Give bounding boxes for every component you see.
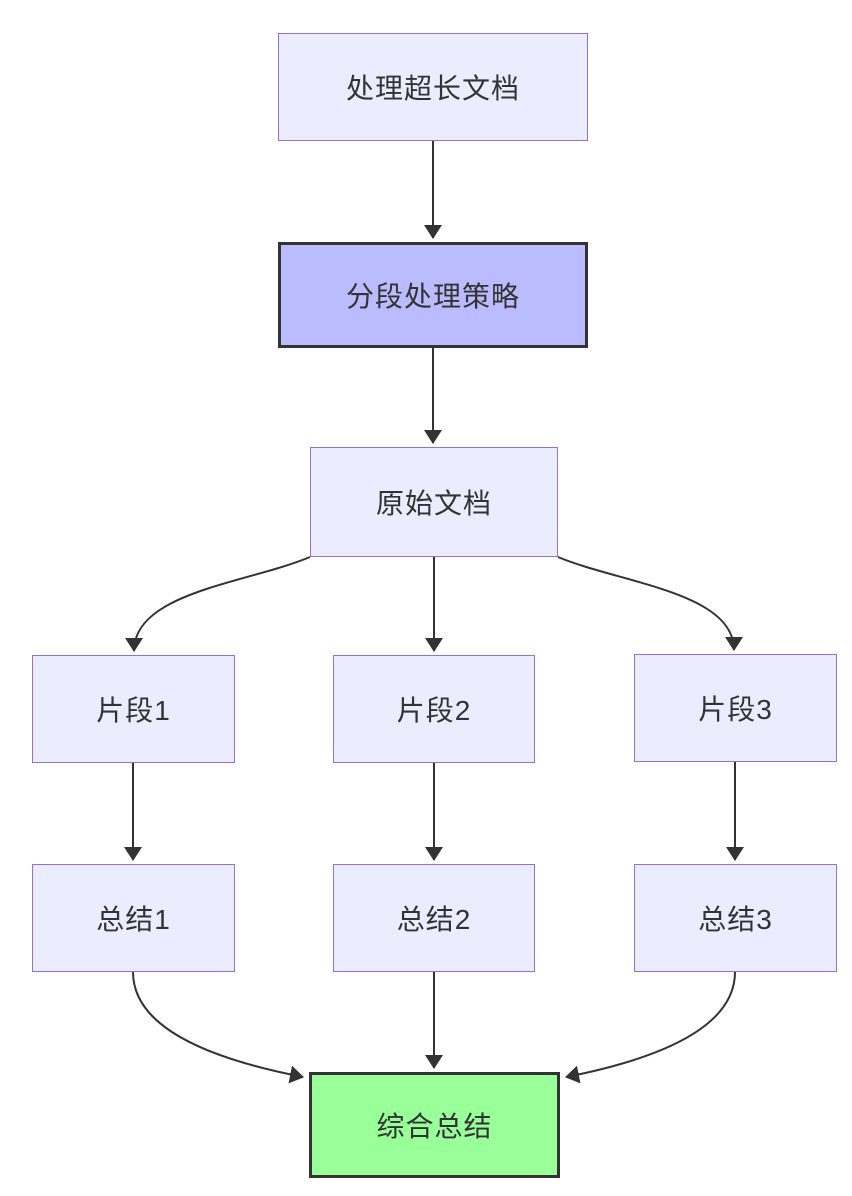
node-original-document-label: 原始文档 bbox=[375, 488, 492, 519]
node-summary-1: 总结1 bbox=[32, 864, 235, 972]
node-summary-2-label: 总结2 bbox=[396, 904, 472, 935]
node-original-document: 原始文档 bbox=[310, 447, 558, 557]
node-process-long-doc-label: 处理超长文档 bbox=[345, 73, 520, 104]
node-segmentation-strategy-label: 分段处理策略 bbox=[345, 281, 520, 312]
edge-C-P1 bbox=[125, 556, 311, 652]
node-final-summary-label: 综合总结 bbox=[376, 1111, 493, 1142]
edge-C-P3 bbox=[557, 556, 743, 651]
node-summary-2: 总结2 bbox=[333, 864, 535, 972]
node-summary-3-label: 总结3 bbox=[698, 904, 773, 935]
node-process-long-doc: 处理超长文档 bbox=[278, 33, 588, 141]
node-fragment-3: 片段3 bbox=[634, 654, 837, 762]
node-fragment-2: 片段2 bbox=[333, 655, 535, 763]
node-final-summary: 综合总结 bbox=[309, 1072, 560, 1178]
node-summary-3: 总结3 bbox=[634, 864, 837, 972]
node-summary-1-label: 总结1 bbox=[96, 904, 171, 935]
node-fragment-3-label: 片段3 bbox=[698, 694, 773, 725]
node-fragment-2-label: 片段2 bbox=[396, 695, 472, 726]
node-fragment-1-label: 片段1 bbox=[96, 695, 171, 726]
edge-S3-G bbox=[565, 971, 736, 1084]
edge-S1-G bbox=[132, 971, 304, 1084]
node-fragment-1: 片段1 bbox=[32, 655, 235, 763]
node-segmentation-strategy: 分段处理策略 bbox=[278, 242, 588, 348]
